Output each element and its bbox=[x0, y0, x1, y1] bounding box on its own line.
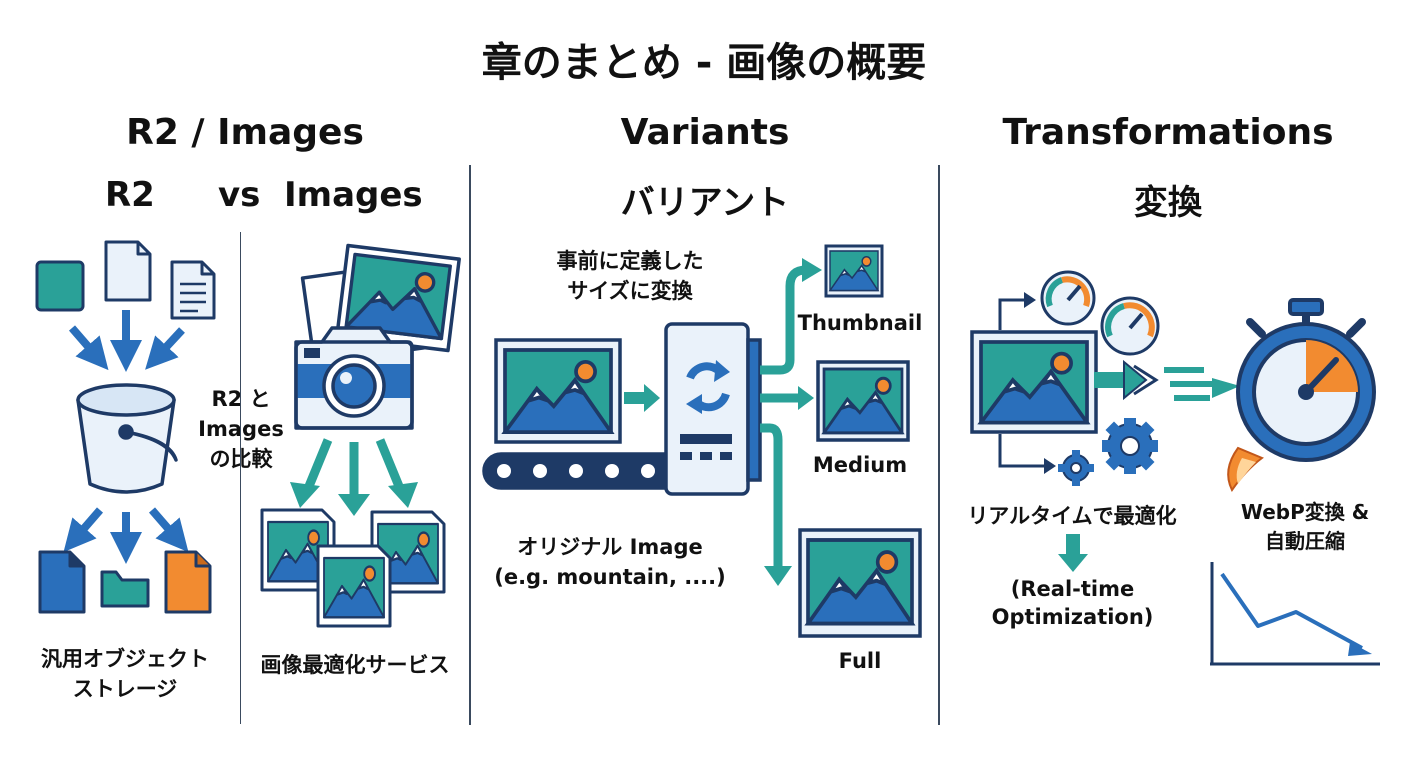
arrowhead-icon bbox=[798, 386, 814, 410]
document-icon bbox=[104, 240, 152, 302]
thumbnail-label: Thumbnail bbox=[797, 311, 923, 335]
r2-caption-2: ストレージ bbox=[72, 677, 178, 701]
speed-gauge-icon bbox=[1040, 270, 1096, 326]
transform-arrow bbox=[1094, 359, 1159, 401]
conveyor-belt bbox=[482, 452, 714, 490]
gear-icon bbox=[1058, 450, 1094, 486]
predefined-label-2: サイズに変換 bbox=[567, 279, 693, 303]
original-label-2: (e.g. mountain, ....) bbox=[494, 565, 726, 589]
medium-label: Medium bbox=[812, 453, 908, 477]
page-title: 章のまとめ - 画像の概要 bbox=[481, 40, 927, 86]
arrowhead-icon bbox=[388, 482, 418, 508]
bucket-icon bbox=[76, 383, 178, 494]
webp-label-2: 自動圧縮 bbox=[1265, 529, 1345, 553]
arrowhead-icon bbox=[290, 482, 320, 508]
text-document-icon bbox=[170, 260, 216, 320]
section-divider-1 bbox=[469, 165, 471, 725]
images-caption: 画像最適化サービス bbox=[260, 653, 450, 677]
compare-label-3: の比較 bbox=[209, 447, 273, 471]
input-arrow bbox=[624, 384, 660, 412]
compare-label-1: R2 と bbox=[211, 387, 271, 411]
r2-in-arrows bbox=[68, 310, 185, 372]
gear-icon bbox=[1102, 418, 1158, 474]
camera-icon bbox=[294, 326, 414, 430]
variants-subtitle: バリアント bbox=[620, 183, 790, 223]
arrowhead-icon bbox=[764, 566, 792, 586]
speed-lines bbox=[1164, 367, 1214, 401]
r2-subtitle: R2 bbox=[105, 175, 155, 215]
webp-label-1: WebP変換 & bbox=[1240, 500, 1370, 524]
medium-image bbox=[816, 360, 910, 442]
r2-images-divider bbox=[240, 232, 241, 724]
gauge-connectors bbox=[998, 298, 1046, 468]
teal-square-icon bbox=[35, 260, 85, 312]
realtime-en-2: Optimization) bbox=[991, 605, 1154, 629]
predefined-label-1: 事前に定義した bbox=[556, 249, 704, 273]
variant-arrows bbox=[760, 265, 807, 570]
section-divider-2 bbox=[938, 165, 940, 725]
r2-out-arrows bbox=[63, 507, 189, 564]
arrowhead-icon bbox=[1212, 378, 1240, 398]
rocket-flame-icon bbox=[1227, 446, 1264, 492]
folder-icon bbox=[100, 570, 150, 608]
speed-gauge-icon bbox=[1100, 296, 1160, 356]
full-image bbox=[798, 528, 922, 638]
vs-label: vs bbox=[218, 175, 261, 215]
stopwatch-icon bbox=[1236, 298, 1376, 462]
r2-images-title: R2 / Images bbox=[126, 112, 364, 153]
arrowhead-icon bbox=[802, 258, 822, 282]
source-image-frame bbox=[970, 330, 1098, 434]
variants-title: Variants bbox=[620, 112, 790, 153]
down-arrow bbox=[1058, 534, 1088, 572]
processor-machine bbox=[664, 322, 762, 496]
r2-caption-1: 汎用オブジェクト bbox=[41, 647, 209, 671]
transformations-subtitle: 変換 bbox=[1134, 183, 1202, 223]
realtime-en-1: (Real-time bbox=[1010, 577, 1135, 601]
transformations-title: Transformations bbox=[1002, 112, 1334, 153]
images-subtitle: Images bbox=[284, 175, 423, 215]
arrowhead-icon bbox=[338, 494, 370, 516]
thumbnail-image bbox=[824, 244, 884, 298]
full-label: Full bbox=[838, 649, 882, 673]
original-image-frame bbox=[494, 338, 622, 444]
compression-chart bbox=[1210, 562, 1380, 666]
images-out-arrows bbox=[300, 438, 408, 502]
original-label-1: オリジナル Image bbox=[517, 535, 703, 559]
r2-top-files bbox=[35, 240, 216, 320]
optimized-images bbox=[260, 508, 446, 628]
r2-bottom-files bbox=[38, 550, 212, 614]
realtime-label: リアルタイムで最適化 bbox=[967, 504, 1177, 528]
